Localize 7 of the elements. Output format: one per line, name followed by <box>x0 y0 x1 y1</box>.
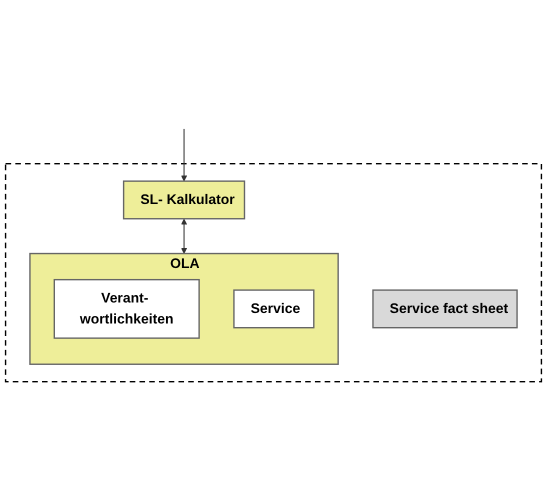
cluster <box>4 162 542 382</box>
arrow <box>180 128 188 182</box>
arrow <box>180 218 188 254</box>
node-box: Verant- wortlichkeiten <box>54 278 200 339</box>
node-box: Service <box>233 289 314 328</box>
node-box: SL- Kalkulator <box>122 180 246 220</box>
node-box: Service fact sheet <box>372 289 518 328</box>
